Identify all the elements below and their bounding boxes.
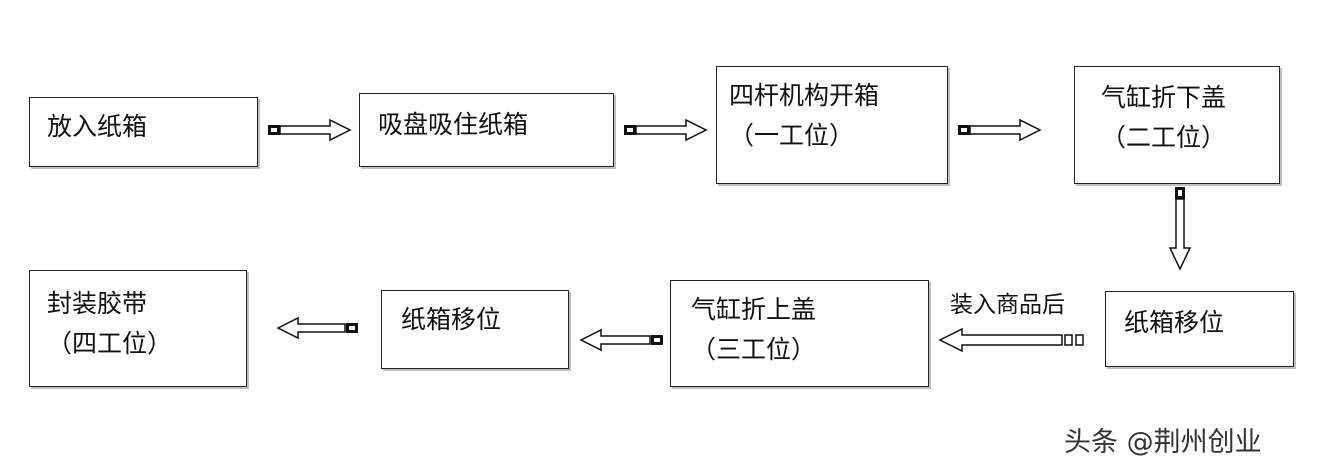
watermark: 头条 @荆州创业 <box>1064 427 1262 458</box>
step-label: 纸箱移位 <box>1124 308 1225 337</box>
step-label: 封装胶带 <box>47 289 148 318</box>
arrow-s5-to-s6 <box>938 327 1084 353</box>
arrow-s6-to-s7 <box>579 328 663 352</box>
step-label: 气缸折上盖 <box>691 295 817 324</box>
step-box-place-carton: 放入纸箱 <box>29 97 258 167</box>
after-loading-annotation: 装入商品后 <box>950 292 1065 318</box>
step-label: 吸盘吸住纸箱 <box>378 110 529 139</box>
arrow-s2-to-s3 <box>624 118 708 142</box>
arrow-s4-to-s5 <box>1168 187 1192 271</box>
step-station: （二工位） <box>1101 123 1227 152</box>
step-box-four-bar-open: 四杆机构开箱 （一工位） <box>716 66 948 184</box>
step-box-seal-tape: 封装胶带 （四工位） <box>29 270 247 387</box>
step-box-fold-bottom-cover: 气缸折下盖 （二工位） <box>1074 66 1280 184</box>
step-station: （一工位） <box>729 121 855 150</box>
step-box-carton-shift-right: 纸箱移位 <box>1105 291 1294 367</box>
step-box-fold-top-cover: 气缸折上盖 （三工位） <box>670 280 929 387</box>
arrow-s3-to-s4 <box>958 118 1042 142</box>
step-label: 放入纸箱 <box>47 112 148 141</box>
step-box-suction-hold: 吸盘吸住纸箱 <box>359 93 614 167</box>
arrow-s1-to-s2 <box>268 118 352 142</box>
step-station: （三工位） <box>691 335 817 364</box>
step-label: 纸箱移位 <box>401 305 502 334</box>
step-station: （四工位） <box>47 329 173 358</box>
step-box-carton-shift-middle: 纸箱移位 <box>381 290 569 369</box>
arrow-s7-to-s8 <box>276 316 358 340</box>
step-label: 气缸折下盖 <box>1101 83 1227 112</box>
step-label: 四杆机构开箱 <box>729 81 880 110</box>
